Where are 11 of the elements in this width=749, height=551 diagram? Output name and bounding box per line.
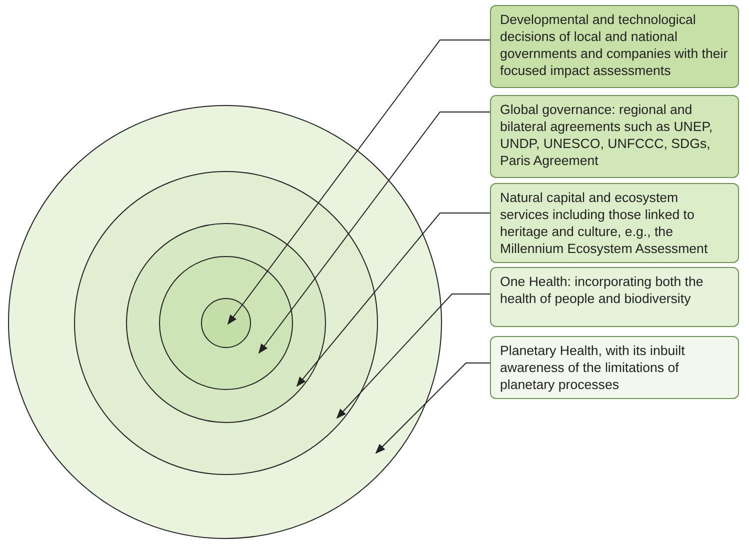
- leader-arrow: [375, 362, 490, 454]
- leader-arrow: [258, 112, 490, 354]
- text-box: One Health: incorporating both the health of people and biodiversity: [490, 267, 739, 327]
- text-box: Global governance: regional and bilateral agreements such as UNEP, UNDP, UNESCO, UNFCCC, SDGs, Paris Agreement: [490, 95, 739, 178]
- circle-ring: [201, 298, 251, 348]
- text-box: Planetary Health, with its inbuilt awareness of the limitations of planetary processes: [490, 336, 739, 399]
- text-box: Developmental and technological decisions of local and national governments and companies with their focused impact assessments: [490, 5, 739, 88]
- leader-arrow: [227, 40, 490, 325]
- leader-arrow: [336, 294, 490, 419]
- leader-arrow: [296, 212, 490, 387]
- text-box: Natural capital and ecosystem services including those linked to heritage and culture, e.g., the Millennium Ecosystem Assessment: [490, 183, 739, 263]
